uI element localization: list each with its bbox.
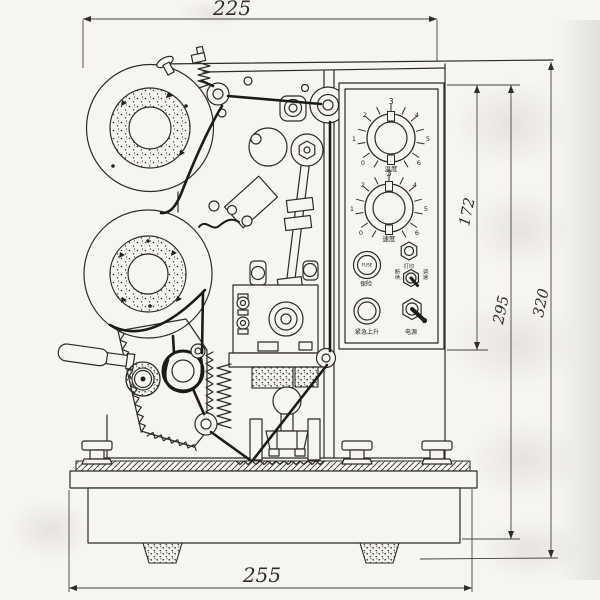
- return-spring: [216, 363, 232, 429]
- knob-scale-number: 4: [415, 111, 419, 119]
- knob-scale-number: 6: [415, 229, 419, 237]
- knob-scale-number: 2: [361, 181, 365, 189]
- dim-label-total-height: 320: [529, 286, 553, 318]
- fuse-holder: FUSE 保险: [352, 250, 382, 288]
- guide-roller-f: [194, 412, 218, 436]
- power-toggle: 电源: [402, 297, 428, 336]
- power-label: 电源: [405, 328, 417, 336]
- stamp-head-assembly: [228, 260, 324, 461]
- pin-hole: [208, 200, 220, 212]
- drive-pulley: [161, 349, 205, 393]
- pin-hole: [243, 76, 253, 86]
- mode-toggle-right-label: 调速: [422, 268, 428, 281]
- pin-hole: [226, 204, 238, 216]
- work-pad: [75, 460, 471, 472]
- print-ribbon: [108, 79, 332, 462]
- mode-toggle: 断续 调速: [394, 268, 428, 288]
- knob-scale-number: 1: [350, 205, 354, 213]
- clamp-knob: [81, 440, 113, 465]
- knob-scale-number: 5: [426, 135, 430, 143]
- angle-bracket-plate: [223, 175, 279, 229]
- ribbon-spool-top: [85, 63, 215, 193]
- knob-scale-number: 0: [361, 159, 365, 167]
- knurled-feed-wheel: [125, 361, 161, 397]
- toggle-lever: [410, 307, 427, 323]
- heater-block: [294, 366, 319, 388]
- wire-link: [198, 218, 240, 229]
- knob-scale-number: 3: [388, 97, 393, 106]
- base-top-plate: [69, 470, 478, 489]
- temperature-knob: 3 2 1 0 4 5 6 温度: [352, 97, 430, 173]
- knob-scale-number: 2: [363, 111, 367, 119]
- spring-anchor-pin: [194, 347, 202, 355]
- guide-rod: [307, 418, 321, 461]
- tension-screw: [156, 55, 175, 76]
- dim-label-panel-height: 172: [455, 196, 479, 228]
- ribbon-spool-bottom: [83, 209, 213, 339]
- fuse-text: FUSE: [362, 263, 373, 268]
- fuse-label: 保险: [360, 280, 372, 288]
- knob-scale-number: 3: [386, 169, 391, 178]
- toggle-lever: [409, 276, 419, 287]
- control-panel: 3 2 1 0 4 5 6 温度 3 2 1 0 4 5 6 速度: [338, 82, 445, 350]
- mode-toggle-left-label: 断续: [394, 268, 400, 281]
- temperature-knob-label: 温度: [385, 164, 399, 173]
- dimension-annotations: 225 255 172 295 320: [68, 0, 559, 592]
- pin-hole: [241, 215, 253, 227]
- dim-label-top-width: 225: [212, 0, 251, 20]
- aux-nut-label: 打印: [404, 262, 414, 270]
- clamp-knob: [341, 440, 373, 465]
- base-foot: [142, 542, 183, 564]
- guide-roller-a: [206, 82, 230, 106]
- knob-scale-number: 5: [424, 205, 428, 213]
- knob-scale-number: 6: [417, 159, 421, 167]
- machine-base: [69, 460, 478, 564]
- cam-pin: [250, 133, 262, 145]
- heater-block: [251, 366, 294, 389]
- pin-hole: [300, 83, 310, 93]
- knob-scale-number: 4: [413, 181, 417, 189]
- aux-nut: 打印: [400, 241, 418, 270]
- dim-label-body-height: 295: [489, 294, 513, 327]
- dim-label-bottom-width: 255: [242, 563, 281, 587]
- speed-knob-label: 速度: [383, 234, 397, 243]
- knob-scale-number: 0: [359, 229, 363, 237]
- base-box: [87, 487, 461, 544]
- emergency-rise-button: 紧急上升: [353, 297, 381, 336]
- machine-frame: [103, 59, 554, 459]
- guide-roller-e: [315, 347, 337, 369]
- stamp-boss: [272, 386, 302, 416]
- guide-rod: [249, 418, 263, 461]
- ratchet-sector: [146, 431, 197, 451]
- emergency-label: 紧急上升: [355, 328, 379, 336]
- clamp-knob: [421, 440, 453, 465]
- speed-knob: 3 2 1 0 4 5 6 速度: [350, 169, 428, 243]
- knob-scale-number: 1: [352, 135, 356, 143]
- base-foot: [359, 542, 400, 564]
